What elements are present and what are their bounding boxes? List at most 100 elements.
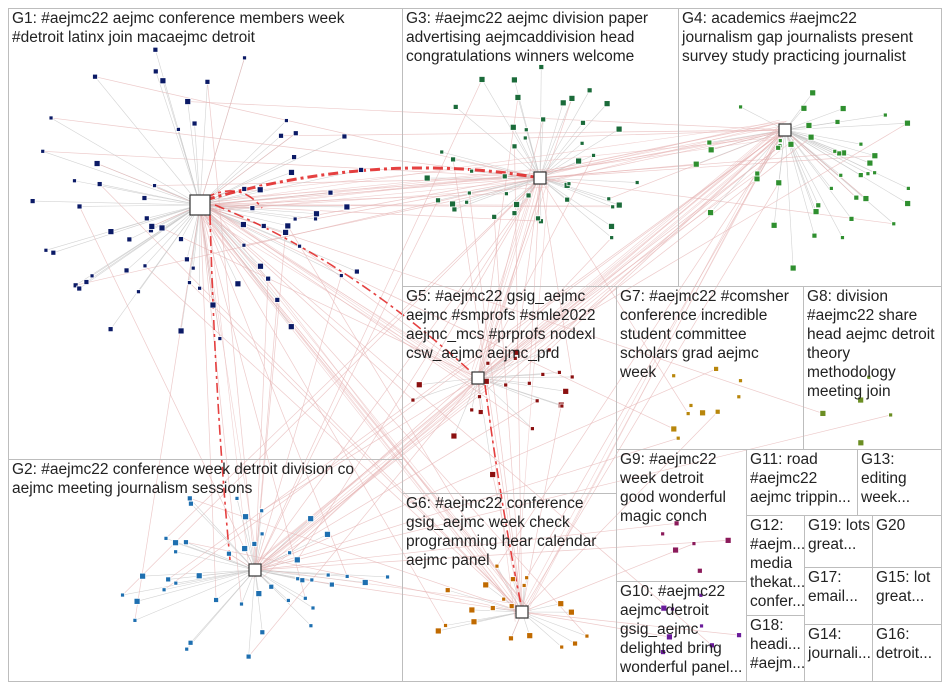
group-box-g1: G1: #aejmc22 aejmc conference members we… (8, 8, 403, 460)
edge-line (784, 129, 861, 176)
node-marker (698, 592, 704, 598)
group-box-g4: G4: academics #aejmc22 journalism gap jo… (678, 8, 942, 287)
group-label-g11: G11: road #aejmc22 aejmc trippin... (750, 451, 851, 506)
node-marker (89, 273, 95, 279)
edge-line (784, 129, 852, 220)
node-marker (313, 216, 318, 222)
edge-line (483, 130, 789, 383)
node-marker (828, 186, 834, 191)
edge-line (740, 106, 786, 131)
node-marker (688, 403, 694, 408)
edge-line (474, 179, 538, 384)
node-marker (513, 348, 520, 356)
node-marker (234, 280, 242, 288)
node-marker (853, 194, 860, 201)
node-marker (470, 618, 478, 626)
edge-line (539, 177, 612, 227)
node-marker (562, 387, 570, 395)
node-marker (540, 372, 546, 377)
node-marker (178, 236, 184, 242)
group-box-g18: G18: headi... #aejm... (746, 615, 805, 682)
edge-line (236, 498, 256, 571)
node-marker (673, 520, 680, 527)
node-marker (152, 46, 159, 53)
node-marker (819, 410, 827, 417)
edge-line (528, 177, 541, 384)
node-marker (503, 382, 509, 388)
node-marker (904, 200, 912, 207)
edge-line (254, 200, 439, 571)
node-marker (584, 633, 590, 639)
node-marker (672, 546, 679, 554)
edge-line (493, 216, 523, 613)
node-marker (241, 242, 247, 248)
edge-line (248, 377, 479, 657)
node-marker (361, 579, 369, 586)
edge-line (452, 177, 541, 205)
group-box-g9: G9: #aejmc22 week detroit good wonderful… (616, 449, 747, 582)
node-marker (452, 104, 459, 110)
edge-line (784, 122, 908, 131)
group-box-g7: G7: #aejmc22 #comsher conference incredi… (616, 286, 804, 450)
edge-line (45, 204, 201, 251)
edge-line (199, 204, 296, 220)
edge-line (199, 57, 245, 206)
edge-line (208, 171, 546, 210)
group-label-g9: G9: #aejmc22 week detroit good wonderful… (620, 451, 726, 525)
edge-line (138, 204, 201, 292)
node-marker (526, 380, 532, 386)
node-marker (736, 632, 742, 639)
node-marker (469, 407, 475, 413)
edge-line (539, 177, 638, 183)
edge-line (539, 177, 689, 414)
node-marker (485, 360, 491, 366)
node-marker (696, 567, 703, 574)
node-marker (724, 536, 732, 544)
edge-line (539, 177, 613, 208)
edge-line (477, 237, 612, 379)
node-marker (866, 159, 874, 167)
node-marker (586, 87, 593, 94)
node-marker (291, 154, 297, 160)
edge-line (204, 214, 531, 616)
node-marker (610, 204, 616, 210)
node-marker (530, 426, 535, 432)
edge-line (208, 211, 528, 608)
node-marker (217, 336, 223, 341)
edge-line (254, 414, 891, 571)
edge-line (477, 377, 533, 429)
node-marker (242, 513, 249, 521)
node-marker (707, 209, 714, 217)
node-marker (564, 196, 571, 203)
node-marker (72, 178, 77, 184)
edge-line (477, 173, 758, 379)
node-marker (568, 94, 576, 102)
edge-line (248, 569, 256, 657)
node-marker (511, 143, 518, 150)
node-marker (857, 172, 864, 178)
edge-line (256, 124, 783, 563)
edge-line (202, 179, 545, 213)
node-marker (50, 249, 57, 256)
edge-line (455, 106, 541, 179)
group-label-g3: G3: #aejmc22 aejmc division paper advert… (406, 10, 649, 65)
edge-line (541, 122, 778, 185)
node-marker (523, 127, 529, 133)
edge-line (99, 183, 523, 613)
node-marker (787, 140, 795, 148)
edge-line (199, 204, 306, 599)
node-marker (738, 104, 743, 110)
node-marker (450, 156, 456, 163)
edge-line (492, 474, 523, 613)
edge-line (42, 150, 541, 179)
node-marker (265, 275, 272, 282)
edge-line (134, 569, 256, 621)
edge-line (539, 177, 894, 225)
edge-line (539, 177, 620, 206)
node-marker (358, 167, 364, 173)
edge-line (539, 177, 573, 377)
node-marker (615, 125, 623, 133)
edge-line (199, 204, 217, 601)
node-marker (136, 289, 141, 295)
node-marker (107, 326, 114, 333)
